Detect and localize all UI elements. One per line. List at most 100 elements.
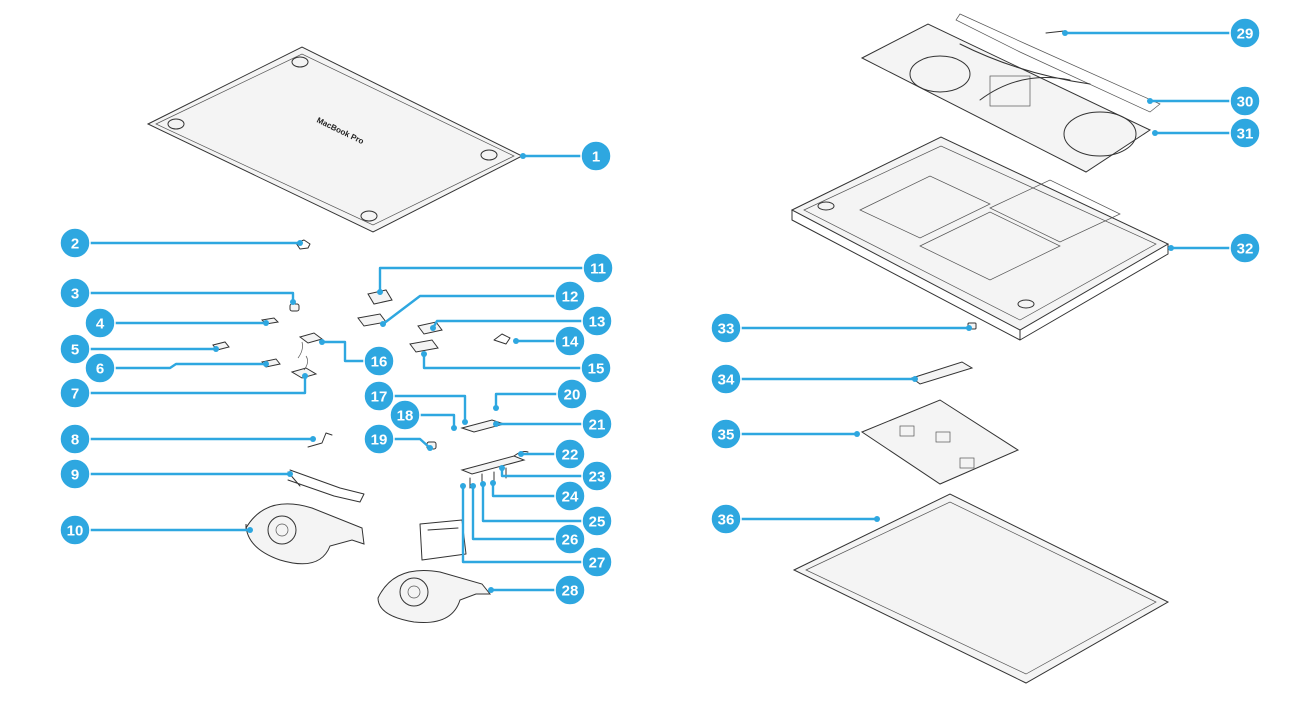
callout-endpoint [247, 527, 253, 533]
callout-number: 4 [96, 316, 105, 333]
callout-endpoint [297, 240, 303, 246]
callout-7: 7 [59, 373, 308, 409]
callout-endpoint [287, 471, 293, 477]
callout-badge [710, 312, 742, 344]
callout-endpoint [290, 299, 296, 305]
callout-leader-line [320, 340, 381, 363]
callout-30: 30 [1147, 85, 1261, 117]
callout-badge [710, 363, 742, 395]
callout-endpoint [499, 465, 505, 471]
callout-endpoint [854, 431, 860, 437]
callout-leader-line [491, 481, 572, 498]
callout-number: 13 [589, 314, 606, 331]
callout-number: 35 [718, 427, 735, 444]
top-case-part [790, 136, 1170, 341]
right-fan-part [377, 570, 492, 624]
callout-23: 23 [499, 460, 613, 492]
callout-badge [363, 345, 395, 377]
callout-34: 34 [710, 363, 918, 395]
callout-number: 29 [1237, 26, 1254, 43]
callout-leader-line [422, 352, 598, 370]
bottom-case-part: MacBook Pro [146, 46, 524, 233]
callout-27: 27 [460, 483, 613, 578]
callout-badge [554, 574, 586, 606]
callout-badge [59, 227, 91, 259]
callout-number: 3 [71, 286, 79, 303]
callout-number: 14 [562, 334, 579, 351]
ribbon-cable-part [419, 519, 467, 561]
callout-number: 9 [71, 467, 79, 484]
callout-number: 18 [397, 408, 414, 425]
callout-number: 32 [1237, 241, 1254, 258]
callout-9: 9 [59, 458, 293, 490]
callout-number: 28 [562, 583, 579, 600]
callout-badge [59, 514, 91, 546]
callout-25: 25 [480, 481, 613, 537]
callout-22: 22 [518, 438, 586, 470]
callout-number: 19 [371, 432, 388, 449]
bottom-panel-part [792, 493, 1170, 684]
callout-badge [389, 399, 421, 431]
callout-badge [554, 480, 586, 512]
callout-24: 24 [490, 480, 586, 512]
callout-number: 34 [718, 372, 735, 389]
callout-badge [581, 460, 613, 492]
callout-number: 21 [589, 417, 606, 434]
callout-number: 1 [592, 149, 600, 166]
callout-number: 24 [562, 489, 579, 506]
callout-26: 26 [470, 483, 586, 555]
callout-13: 13 [430, 305, 613, 337]
callout-endpoint [1147, 98, 1153, 104]
callout-29: 29 [1062, 17, 1261, 49]
callout-badge [59, 277, 91, 309]
callout-endpoint [427, 445, 433, 451]
callout-leader-line [377, 394, 467, 424]
callout-number: 22 [562, 447, 579, 464]
callout-endpoint [480, 481, 486, 487]
callout-31: 31 [1152, 117, 1261, 149]
callout-badge [554, 438, 586, 470]
cable-part [307, 432, 333, 448]
callout-badge [84, 352, 116, 384]
callout-leader-line [403, 413, 456, 430]
callout-leader-line [378, 266, 600, 294]
callout-number: 20 [564, 387, 581, 404]
callout-endpoint [520, 153, 526, 159]
bracket-part [493, 333, 511, 345]
callout-4: 4 [84, 307, 269, 339]
flex-cable-part [409, 339, 439, 353]
callout-2: 2 [59, 227, 303, 259]
callout-badge [554, 280, 586, 312]
callout-17: 17 [363, 380, 468, 425]
callout-badge [59, 458, 91, 490]
callout-3: 3 [59, 277, 296, 309]
callout-leader-line [471, 484, 572, 541]
callout-number: 33 [718, 321, 735, 338]
callout-number: 17 [371, 389, 388, 406]
callout-8: 8 [59, 423, 316, 455]
callout-badge [580, 140, 612, 172]
callout-endpoint [912, 376, 918, 382]
callout-endpoint [493, 421, 499, 427]
callout-36: 36 [710, 503, 880, 535]
callout-badge [582, 252, 614, 284]
callout-endpoint [213, 346, 219, 352]
callout-number: 23 [589, 469, 606, 486]
callout-endpoint [460, 483, 466, 489]
callout-number: 8 [71, 432, 79, 449]
callout-number: 16 [371, 354, 388, 371]
callout-endpoint [1168, 245, 1174, 251]
callout-endpoint [966, 325, 972, 331]
callout-endpoint [462, 419, 468, 425]
callout-21: 21 [493, 408, 613, 440]
callout-badge [1229, 117, 1261, 149]
callout-badge [363, 423, 395, 455]
callout-number: 25 [589, 514, 606, 531]
callout-33: 33 [710, 312, 972, 344]
callout-endpoint [518, 451, 524, 457]
callout-6: 6 [84, 352, 269, 384]
callout-15: 15 [421, 351, 612, 384]
callout-35: 35 [710, 418, 860, 450]
callout-endpoint [470, 483, 476, 489]
